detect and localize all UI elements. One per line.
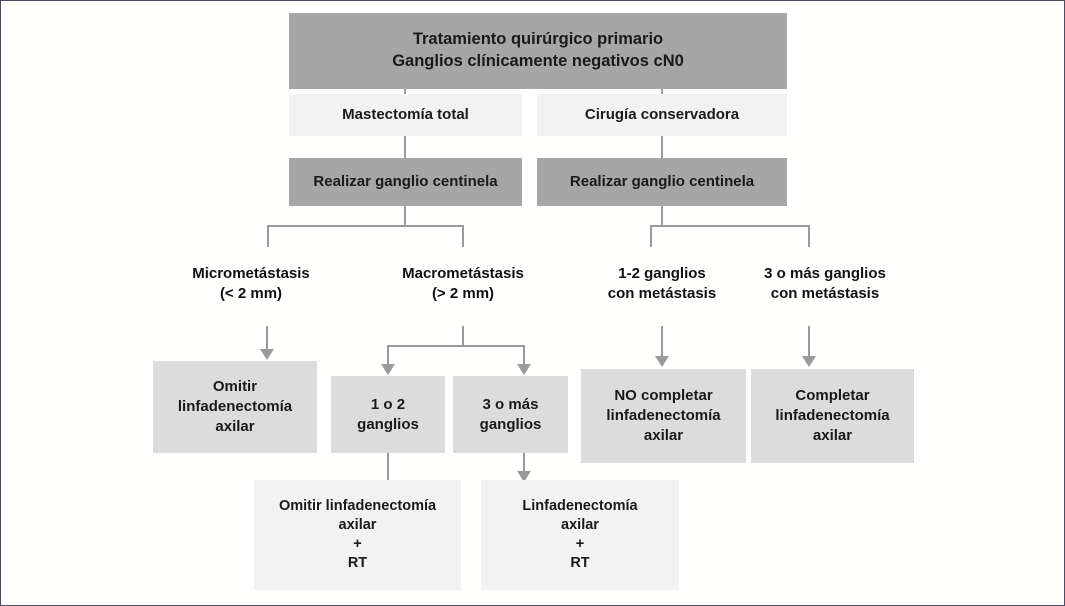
node-sentinel-node-left: Realizar ganglio centinela <box>289 158 522 206</box>
connector-micro-to-omit <box>266 326 268 352</box>
node-3-or-more-nodes: 3 o más ganglios <box>453 376 568 453</box>
node-lymphadenectomy-plus-rt: Linfadenectomía axilar + RT <box>481 480 679 590</box>
connector-to-1-2-nodes <box>650 225 652 247</box>
arrowhead-macro-to-1-or-2 <box>381 364 395 375</box>
arrowhead-micro-to-omit <box>260 349 274 360</box>
connector-sentinel-right-stem <box>661 206 663 226</box>
connector-macro-bar <box>387 345 525 347</box>
arrowhead-3-or-more-to-lymph-rt <box>517 471 531 482</box>
connector-3-or-more-to-complete <box>808 326 810 358</box>
connector-1-2-to-no-complete <box>661 326 663 358</box>
connector-header-to-mastectomy <box>404 89 406 94</box>
node-1-or-2-nodes: 1 o 2 ganglios <box>331 376 445 453</box>
arrowhead-3-or-more-to-complete <box>802 356 816 367</box>
node-sentinel-node-right: Realizar ganglio centinela <box>537 158 787 206</box>
connector-to-macrometastasis <box>462 225 464 247</box>
label-1-2-nodes-metastasis: 1-2 ganglios con metástasis <box>607 265 717 303</box>
node-do-not-complete-lymphadenectomy: NO completar linfadenectomía axilar <box>581 369 746 463</box>
connector-sentinel-left-bar <box>267 225 464 227</box>
connector-1-or-2-to-omit-rt <box>387 453 389 480</box>
label-macrometastasis: Macrometástasis (> 2 mm) <box>402 265 524 303</box>
node-conservative-surgery: Cirugía conservadora <box>537 94 787 136</box>
label-micrometastasis: Micrometástasis (< 2 mm) <box>192 265 310 303</box>
node-omit-lymphadenectomy-plus-rt: Omitir linfadenectomía axilar + RT <box>254 480 461 590</box>
label-3-or-more-nodes-metastasis: 3 o más ganglios con metástasis <box>764 265 886 303</box>
connector-sentinel-left-stem <box>404 206 406 226</box>
connector-macro-to-3-or-more <box>523 345 525 367</box>
connector-header-to-conservative <box>661 89 663 94</box>
connector-conservative-to-sentinel-right <box>661 136 663 158</box>
connector-macro-to-1-or-2 <box>387 345 389 367</box>
connector-sentinel-right-bar <box>650 225 810 227</box>
connector-to-micrometastasis <box>267 225 269 247</box>
node-omit-axillary-lymphadenectomy: Omitir linfadenectomía axilar <box>153 361 317 453</box>
connector-3-or-more-to-lymph-rt <box>523 453 525 475</box>
node-total-mastectomy: Mastectomía total <box>289 94 522 136</box>
node-complete-lymphadenectomy: Completar linfadenectomía axilar <box>751 369 914 463</box>
arrowhead-1-2-to-no-complete <box>655 356 669 367</box>
connector-to-3-or-more-nodes <box>808 225 810 247</box>
connector-mastectomy-to-sentinel-left <box>404 136 406 158</box>
connector-macro-stem <box>462 326 464 346</box>
node-primary-surgical-treatment: Tratamiento quirúrgico primario Ganglios… <box>289 13 787 89</box>
arrowhead-macro-to-3-or-more <box>517 364 531 375</box>
